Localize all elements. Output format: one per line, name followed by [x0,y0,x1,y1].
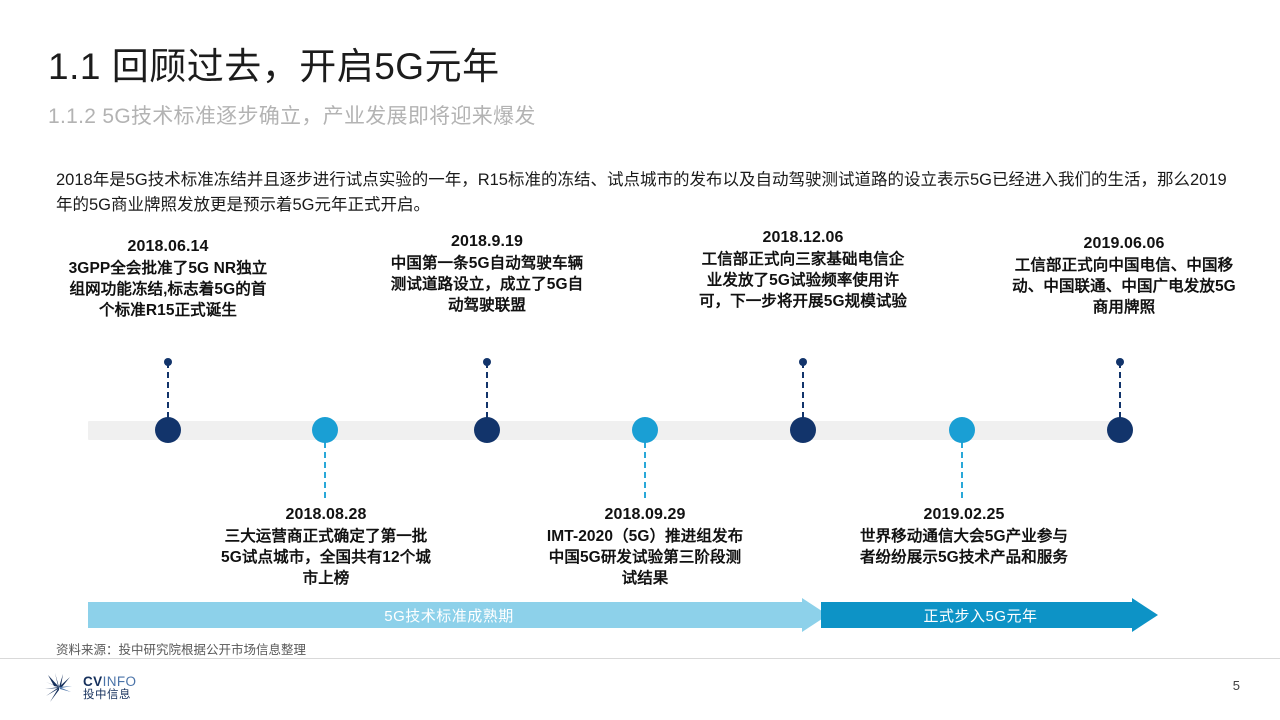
event-date: 2019.02.25 [923,506,1005,523]
arrow-head-icon [1132,598,1158,632]
timeline-event-label-3: 2018.9.19 中国第一条5G自动驾驶车辆测试道路设立，成立了5G自动驾驶联… [386,231,588,316]
logo-en-light: INFO [102,673,137,689]
timeline-dot[interactable] [1107,417,1133,443]
event-date: 2018.12.06 [762,229,844,246]
brand-logo: CVINFO 投中信息 [44,672,136,704]
connector-tip-icon [799,358,807,366]
event-text: 工信部正式向中国电信、中国移动、中国联通、中国广电发放5G商用牌照 [1012,257,1236,316]
event-text: 3GPP全会批准了5G NR独立组网功能冻结,标志着5G的首个标准R15正式诞生 [68,260,268,319]
connector-line [167,362,171,418]
timeline-event-label-6: 2019.02.25 世界移动通信大会5G产业参与者纷纷展示5G技术产品和服务 [858,504,1070,568]
connector-line [644,442,648,498]
timeline-dot[interactable] [949,417,975,443]
phase-arrow-commercial[interactable]: 正式步入5G元年 [821,598,1158,632]
timeline-dot[interactable] [312,417,338,443]
phase-arrow-maturity[interactable]: 5G技术标准成熟期 [88,598,828,632]
timeline-dot[interactable] [155,417,181,443]
logo-cn: 投中信息 [83,689,131,701]
connector-line [802,362,806,418]
timeline-event-label-4: 2018.09.29 IMT-2020（5G）推进组发布中国5G研发试验第三阶段… [541,504,749,589]
arrow-body [821,602,1132,628]
timeline-event-label-2: 2018.08.28 三大运营商正式确定了第一批5G试点城市，全国共有12个城市… [218,504,434,589]
connector-line [961,442,965,498]
source-note: 资料来源：投中研究院根据公开市场信息整理 [56,643,307,657]
event-text: 中国第一条5G自动驾驶车辆测试道路设立，成立了5G自动驾驶联盟 [390,255,584,314]
intro-paragraph: 2018年是5G技术标准冻结并且逐步进行试点实验的一年，R15标准的冻结、试点城… [56,171,1227,214]
page-title: 1.1 回顾过去，开启5G元年 [48,46,500,87]
timeline-track [88,421,1120,440]
footer-divider [0,658,1280,659]
phase-label: 5G技术标准成熟期 [384,607,514,625]
timeline-event-label-1: 2018.06.14 3GPP全会批准了5G NR独立组网功能冻结,标志着5G的… [62,236,274,321]
event-date: 2018.9.19 [450,233,524,250]
event-text: 工信部正式向三家基础电信企业发放了5G试验频率使用许可，下一步将开展5G规模试验 [698,251,908,310]
arrow-body [88,602,802,628]
connector-tip-icon [1116,358,1124,366]
event-date: 2018.08.28 [285,506,367,523]
event-date: 2019.06.06 [1083,235,1165,252]
logo-en: CVINFO [83,673,137,689]
logo-en-bold: CV [83,673,103,689]
page-subtitle: 1.1.2 5G技术标准逐步确立，产业发展即将迎来爆发 [48,105,536,128]
connector-line [486,362,490,418]
connector-line [1119,362,1123,418]
connector-tip-icon [483,358,491,366]
timeline-event-label-5: 2018.12.06 工信部正式向三家基础电信企业发放了5G试验频率使用许可，下… [694,227,912,312]
phase-label: 正式步入5G元年 [923,607,1038,625]
event-text: IMT-2020（5G）推进组发布中国5G研发试验第三阶段测试结果 [546,528,744,587]
timeline-dot[interactable] [790,417,816,443]
timeline-dot[interactable] [632,417,658,443]
timeline-dot[interactable] [474,417,500,443]
event-text: 三大运营商正式确定了第一批5G试点城市，全国共有12个城市上榜 [221,528,431,587]
connector-line [324,442,328,498]
starburst-logo-icon [45,673,72,702]
event-text: 世界移动通信大会5G产业参与者纷纷展示5G技术产品和服务 [859,528,1069,566]
event-date: 2018.06.14 [127,238,209,255]
event-date: 2018.09.29 [604,506,686,523]
phase-arrow-row: 5G技术标准成熟期 正式步入5G元年 [88,598,1158,632]
connector-tip-icon [164,358,172,366]
timeline-event-label-7: 2019.06.06 工信部正式向中国电信、中国移动、中国联通、中国广电发放5G… [1010,233,1238,318]
logo-text: CVINFO 投中信息 [83,673,137,702]
page-number: 5 [1232,678,1240,693]
